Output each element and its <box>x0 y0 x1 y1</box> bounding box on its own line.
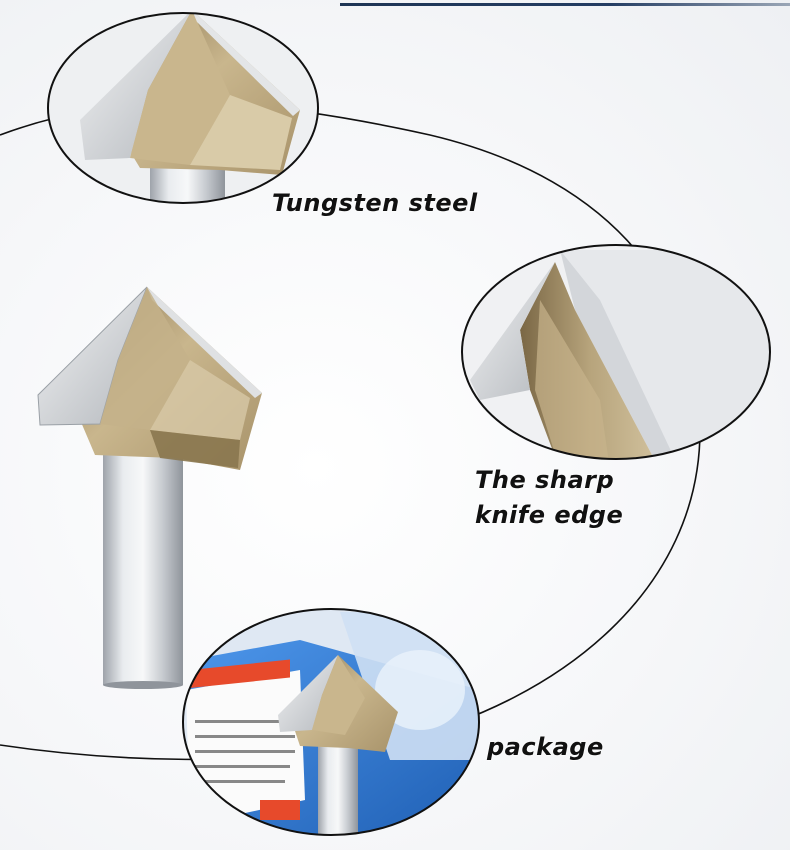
callout-sharp-knife-edge: The sharp knife edge <box>475 463 623 533</box>
detail-circle-tungsten <box>47 12 319 204</box>
detail-circle-package <box>182 608 480 836</box>
callout-tungsten-steel: Tungsten steel <box>272 189 478 217</box>
detail-circle-edge <box>461 244 771 460</box>
callout-sharp-line1: The sharp <box>475 466 615 494</box>
callout-package: package <box>487 733 604 761</box>
router-bit-main <box>37 286 262 689</box>
top-rule <box>340 3 790 6</box>
callout-sharp-line2: knife edge <box>475 501 624 529</box>
